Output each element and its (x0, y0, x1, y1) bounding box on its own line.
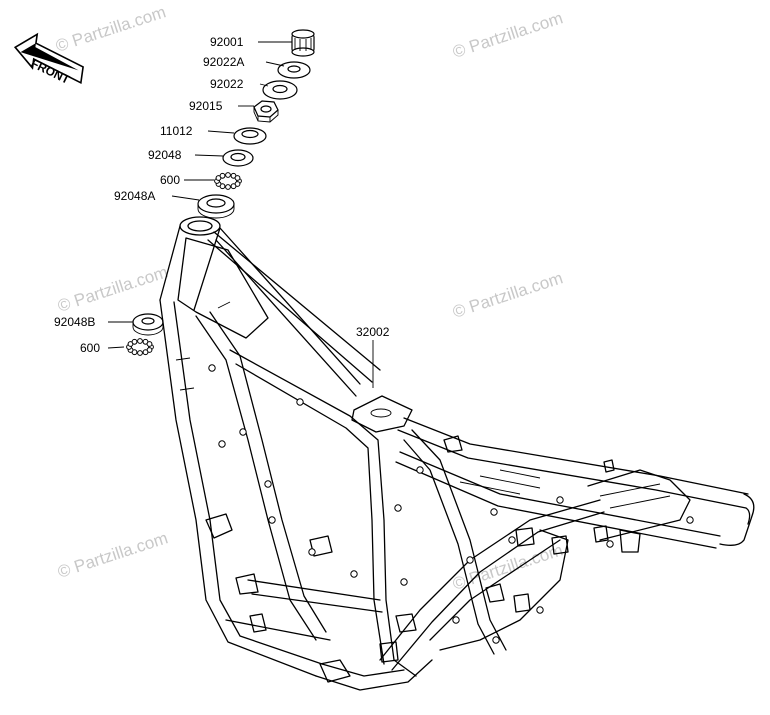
frame-bolt-boss (296, 398, 304, 406)
front-arrow-icon: FRONT (13, 32, 84, 87)
bearing-ball (219, 172, 226, 179)
cover-11012 (233, 127, 267, 145)
bearing-ball (225, 184, 231, 190)
frame-bolt-boss (218, 440, 226, 448)
callout-92048B: 92048B (54, 315, 95, 329)
callout-11012: 11012 (160, 124, 193, 138)
watermarks: © Partzilla.com © Partzilla.com © Partzi… (53, 2, 565, 593)
bearing-ball (230, 183, 237, 190)
callout-92048: 92048 (148, 148, 182, 162)
callout-labels: 92001 92022A 92022 92015 11012 92048 600… (54, 35, 390, 355)
watermark-2: © Partzilla.com (450, 8, 565, 61)
frame-bolt-boss (308, 548, 316, 556)
frame-bolt-boss (466, 556, 474, 564)
ball-bearing-600-lower (126, 338, 154, 356)
washer-92022A (277, 61, 311, 79)
bearing-ball (234, 175, 241, 181)
frame-32002 (159, 216, 755, 691)
callout-600-lower: 600 (80, 341, 100, 355)
frame-bolt-boss (686, 516, 694, 524)
frame-bolt-boss (556, 496, 564, 504)
frame-bolt-boss (416, 466, 424, 474)
nut-92015 (253, 100, 279, 123)
stem-nut-92001 (291, 29, 315, 57)
frame-bolt-boss (490, 508, 498, 516)
frame-bolt-boss (268, 516, 276, 524)
watermark-4: © Partzilla.com (450, 268, 565, 321)
frame-bolt-boss (350, 570, 358, 578)
bearing-ball (137, 350, 143, 356)
race-92048 (222, 149, 254, 167)
frame-bolt-boss (606, 540, 614, 548)
steering-stem-parts (126, 29, 315, 356)
frame-bolt-boss (394, 504, 402, 512)
frame-bolt-boss (208, 364, 216, 372)
ball-bearing-600-upper (214, 172, 242, 190)
watermark-5: © Partzilla.com (55, 528, 170, 581)
washer-92022 (262, 80, 298, 100)
callout-32002: 32002 (356, 325, 390, 339)
frame-bolt-boss (400, 578, 408, 586)
leader-lines (107, 41, 374, 388)
race-92048A (197, 194, 235, 219)
callout-92001: 92001 (210, 35, 244, 49)
frame-bolt-bosses (208, 364, 694, 644)
frame-bolt-boss (239, 428, 247, 436)
callout-600-upper: 600 (160, 173, 180, 187)
frame-bolt-boss (264, 480, 272, 488)
race-92048B (132, 313, 164, 336)
callout-92048A: 92048A (114, 189, 155, 203)
callout-92015: 92015 (189, 99, 223, 113)
bearing-ball (225, 172, 231, 178)
bearing-ball (146, 341, 153, 347)
callout-92022: 92022 (210, 77, 244, 91)
frame-bolt-boss (452, 616, 460, 624)
frame-bolt-boss (536, 606, 544, 614)
frame-bolt-boss (508, 536, 516, 544)
bearing-ball (142, 349, 149, 356)
watermark-3: © Partzilla.com (55, 262, 170, 315)
watermark-1: © Partzilla.com (53, 2, 168, 55)
frame-bolt-boss (492, 636, 500, 644)
bearing-ball (137, 338, 143, 344)
bearing-ball (131, 338, 138, 345)
callout-92022A: 92022A (203, 55, 244, 69)
